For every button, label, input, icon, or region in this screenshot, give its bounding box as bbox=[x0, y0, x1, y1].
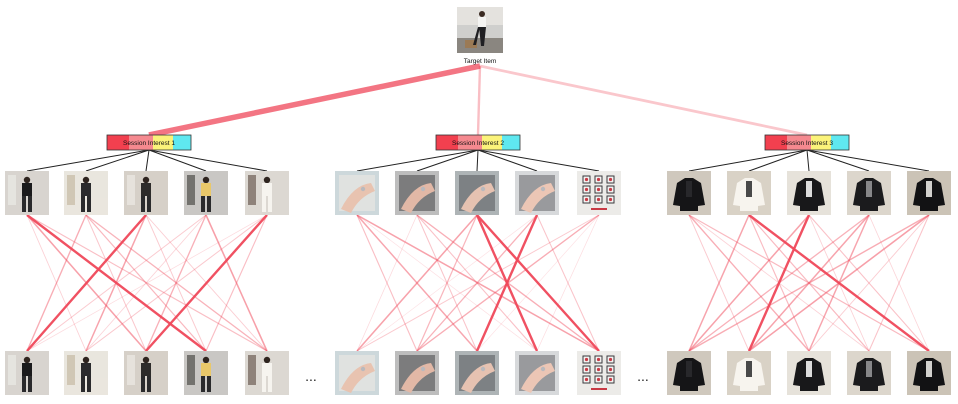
session-3-attention-edges bbox=[688, 214, 930, 352]
black-jacket-photo-icon bbox=[667, 171, 711, 215]
session-1-tree-lines bbox=[26, 149, 268, 172]
pants-outfit-photo-icon bbox=[124, 351, 168, 395]
shelf-outfit-photo-icon bbox=[64, 171, 108, 215]
hand-bracelet-photo-icon bbox=[455, 351, 499, 395]
pants-outfit-photo-icon bbox=[124, 171, 168, 215]
session-interest-2: Session Interest 2... bbox=[335, 134, 649, 395]
black-sweater-tag-photo-icon bbox=[787, 351, 831, 395]
session-bottom-row bbox=[5, 351, 289, 395]
hand-bracelet-photo-icon bbox=[455, 171, 499, 215]
black-white-jacket-photo-icon bbox=[907, 171, 951, 215]
black-hoodie-photo-icon bbox=[847, 171, 891, 215]
shelf-outfit-photo-icon bbox=[64, 351, 108, 395]
attention-edges bbox=[26, 63, 930, 352]
tree-lines bbox=[26, 149, 930, 172]
hand-ring-photo-icon bbox=[335, 171, 379, 215]
sessions: Session Interest 1...Session Interest 2.… bbox=[5, 134, 951, 395]
watch-set-photo-icon bbox=[577, 351, 621, 395]
black-sweater-tag-photo-icon bbox=[787, 171, 831, 215]
session-top-row bbox=[335, 171, 621, 215]
session-2-attention-edges bbox=[356, 214, 600, 352]
target-item: Target Item bbox=[457, 7, 503, 65]
white-sweater-photo-icon bbox=[727, 171, 771, 215]
yellow-top-outfit-photo-icon bbox=[184, 351, 228, 395]
session-label-box: Session Interest 1 bbox=[106, 134, 192, 151]
session-label: Session Interest 1 bbox=[123, 140, 175, 147]
hand-ring-photo-icon bbox=[335, 351, 379, 395]
white-pants-outfit-photo-icon bbox=[245, 171, 289, 215]
hand-jewelry-photo-icon bbox=[515, 171, 559, 215]
ellipsis: ... bbox=[305, 368, 317, 384]
yellow-top-outfit-photo-icon bbox=[184, 171, 228, 215]
session-bottom-row bbox=[667, 351, 951, 395]
black-jacket-photo-icon bbox=[667, 351, 711, 395]
target-to-session-1-edge bbox=[148, 63, 481, 138]
session-3-tree-lines bbox=[688, 149, 930, 172]
hand-sleeve-photo-icon bbox=[395, 351, 439, 395]
target-to-session-2-edge bbox=[476, 65, 482, 136]
hand-sleeve-photo-icon bbox=[395, 171, 439, 215]
session-label: Session Interest 2 bbox=[452, 140, 504, 147]
hand-jewelry-photo-icon bbox=[515, 351, 559, 395]
black-hoodie-photo-icon bbox=[847, 351, 891, 395]
black-white-jacket-photo-icon bbox=[907, 351, 951, 395]
black-outfit-photo-icon bbox=[5, 171, 49, 215]
watch-set-photo-icon bbox=[577, 171, 621, 215]
session-label: Session Interest 3 bbox=[781, 140, 833, 147]
session-interest-1: Session Interest 1... bbox=[5, 134, 317, 395]
session-interest-3: Session Interest 3 bbox=[667, 134, 951, 395]
target-photo-icon bbox=[457, 7, 503, 53]
session-top-row bbox=[5, 171, 289, 215]
target-item-label: Target Item bbox=[464, 58, 497, 65]
session-2-tree-lines bbox=[356, 149, 600, 172]
black-outfit-photo-icon bbox=[5, 351, 49, 395]
session-1-attention-edges bbox=[26, 214, 268, 352]
target-to-session-3-edge bbox=[479, 64, 808, 137]
session-label-box: Session Interest 3 bbox=[764, 134, 850, 151]
session-label-box: Session Interest 2 bbox=[435, 134, 521, 151]
session-top-row bbox=[667, 171, 951, 215]
white-sweater-photo-icon bbox=[727, 351, 771, 395]
session-bottom-row bbox=[335, 351, 621, 395]
white-pants-outfit-photo-icon bbox=[245, 351, 289, 395]
ellipsis: ... bbox=[637, 368, 649, 384]
